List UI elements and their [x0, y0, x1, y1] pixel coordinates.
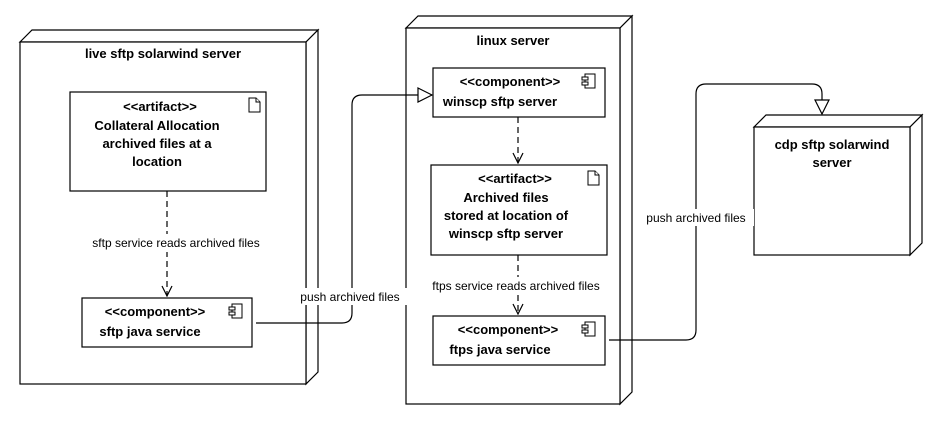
- edge-label: ftps service reads archived files: [432, 279, 599, 293]
- component-name: sftp java service: [99, 324, 200, 339]
- edge-label: push archived files: [646, 211, 745, 225]
- edge-line: [609, 83, 822, 341]
- artifact-label-line-1: Collateral Allocation: [94, 118, 219, 133]
- edge-push-to-cdp: push archived files: [609, 83, 822, 341]
- node-cdp-sftp-server[interactable]: cdp sftp solarwind server: [752, 113, 924, 257]
- node-side-face: [619, 14, 633, 406]
- node-top-face: [752, 114, 924, 128]
- edge-label: sftp service reads archived files: [92, 236, 259, 250]
- component-box: [432, 67, 606, 118]
- component-icon: [581, 73, 596, 89]
- edge-label-bg: [78, 234, 274, 252]
- node-title: live sftp solarwind server: [85, 46, 241, 61]
- edge-push-to-winscp: push archived files: [256, 95, 432, 324]
- node-top-face: [18, 29, 320, 43]
- edge-label-bg: [638, 209, 754, 226]
- component-winscp-sftp-server[interactable]: <<component>> winscp sftp server: [432, 67, 606, 118]
- node-title-line-1: cdp sftp solarwind: [775, 137, 890, 152]
- edge-label-bg: [291, 288, 409, 305]
- component-icon: [228, 303, 243, 319]
- component-stereotype: <<component>>: [105, 304, 206, 319]
- component-ftps-java-service[interactable]: <<component>> ftps java service: [432, 315, 606, 366]
- artifact-label-line-3: winscp sftp server: [448, 226, 563, 241]
- component-icon: [581, 321, 596, 337]
- artifact-label-line-3: location: [132, 154, 182, 169]
- component-name: ftps java service: [449, 342, 550, 357]
- node-side-face: [305, 28, 319, 386]
- artifact-stereotype: <<artifact>>: [478, 171, 552, 186]
- component-stereotype: <<component>>: [460, 74, 561, 89]
- artifact-collateral-allocation[interactable]: <<artifact>> Collateral Allocation archi…: [69, 91, 267, 192]
- component-box: [432, 315, 606, 366]
- artifact-stereotype: <<artifact>>: [123, 99, 197, 114]
- artifact-document-icon: [248, 97, 261, 113]
- node-title: linux server: [477, 33, 550, 48]
- edge-line: [256, 95, 432, 324]
- artifact-box: [430, 164, 608, 256]
- artifact-label-line-1: Archived files: [463, 190, 548, 205]
- component-name: winscp sftp server: [442, 94, 557, 109]
- node-top-face: [404, 15, 634, 29]
- artifact-document-icon: [587, 170, 600, 186]
- node-title-line-2: server: [812, 155, 851, 170]
- node-side-face: [909, 113, 923, 257]
- edge-sftp-service-reads: sftp service reads archived files: [78, 191, 274, 296]
- artifact-box: [69, 91, 267, 192]
- edge-label: push archived files: [300, 290, 399, 304]
- artifact-label-line-2: stored at location of: [444, 208, 569, 223]
- component-sftp-java-service[interactable]: <<component>> sftp java service: [81, 297, 253, 348]
- component-box: [81, 297, 253, 348]
- artifact-archived-files[interactable]: <<artifact>> Archived files stored at lo…: [430, 164, 608, 256]
- edge-ftps-service-reads: ftps service reads archived files: [420, 255, 612, 314]
- artifact-label-line-2: archived files at a: [102, 136, 212, 151]
- node-front-face: [753, 126, 911, 256]
- edge-label-bg: [420, 277, 612, 295]
- component-stereotype: <<component>>: [458, 322, 559, 337]
